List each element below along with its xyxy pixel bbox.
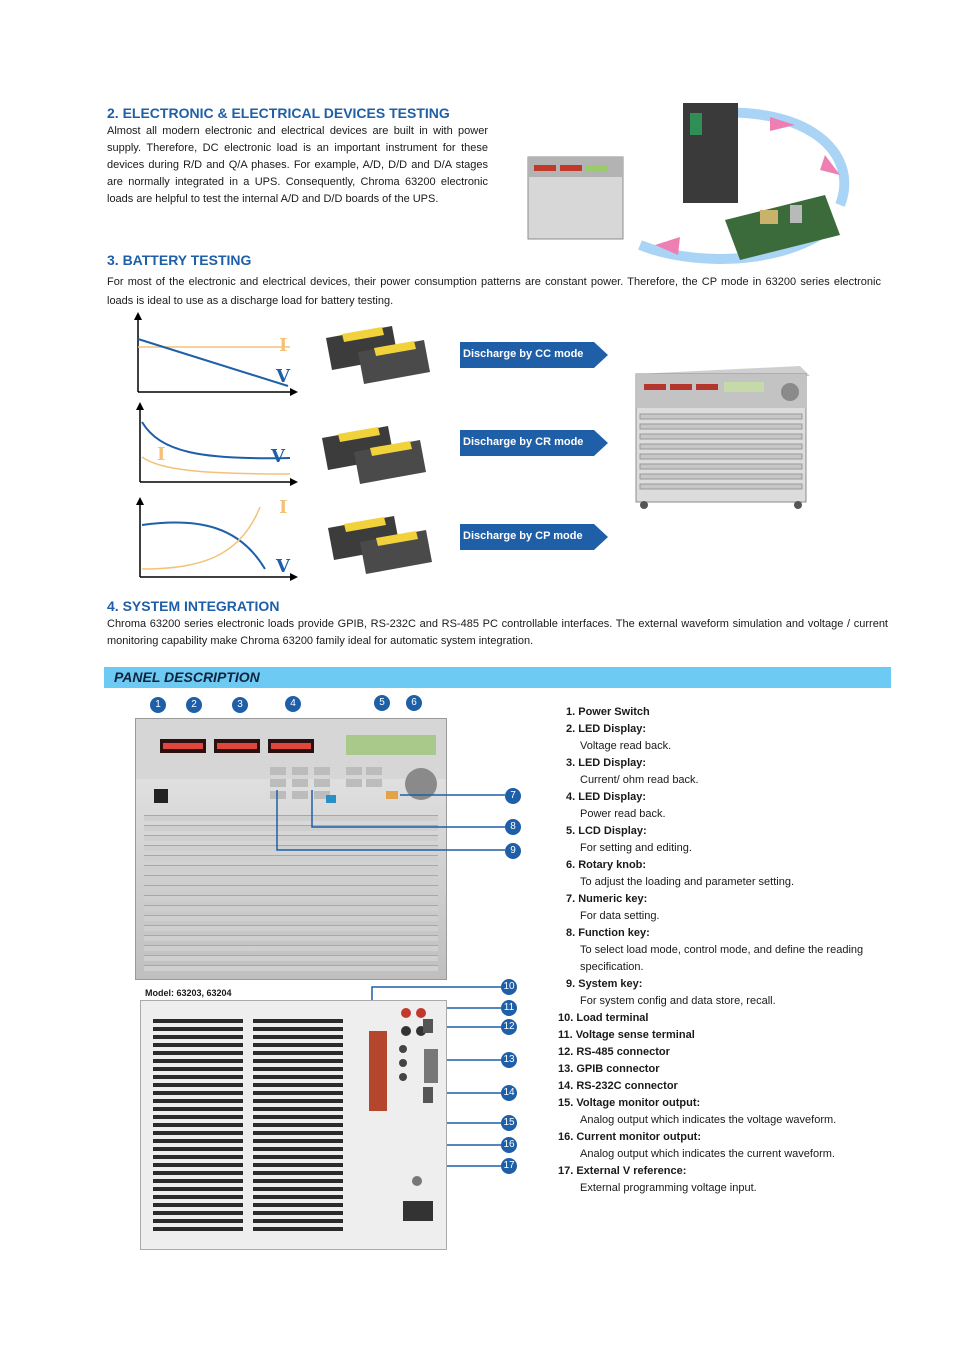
section-devices-heading: 2. ELECTRONIC & ELECTRICAL DEVICES TESTI…: [107, 105, 450, 121]
legend-item-desc: For data setting.: [580, 910, 660, 922]
graph-cr: [130, 402, 300, 492]
legend-item: 1. Power Switch: [558, 704, 888, 721]
legend-item-desc: For system config and data store, recall…: [580, 995, 776, 1007]
legend-item: 9. System key: For system config and data…: [558, 976, 888, 1010]
legend-item-title: 15. Voltage monitor output:: [558, 1097, 701, 1109]
graph-cp-label-i: I: [279, 497, 288, 518]
section-system-heading: 4. SYSTEM INTEGRATION: [107, 598, 280, 614]
legend-item: 14. RS-232C connector: [558, 1078, 888, 1095]
panel-legend: 1. Power Switch 2. LED Display: Voltage r…: [558, 704, 888, 1197]
legend-item-title: 12. RS-485 connector: [558, 1046, 670, 1058]
battery-image-cr: [318, 418, 430, 488]
callout-16: 16: [501, 1137, 517, 1153]
legend-item: 6. Rotary knob: To adjust the loading and…: [558, 857, 888, 891]
graph-cr-label-v: V: [271, 446, 285, 467]
battery-image-cp: [324, 508, 436, 578]
legend-item-desc: Power read back.: [580, 808, 666, 820]
discharge-cc-label: Discharge by CC mode: [463, 348, 584, 360]
callout-2: 2: [186, 697, 202, 713]
legend-item: 2. LED Display: Voltage read back.: [558, 721, 888, 755]
legend-item-title: 17. External V reference:: [558, 1165, 687, 1177]
legend-item-title: 14. RS-232C connector: [558, 1080, 678, 1092]
panel-description-title: PANEL DESCRIPTION: [114, 669, 260, 685]
discharge-cr-arrow: Discharge by CR mode: [460, 430, 608, 456]
front-panel-image: [135, 718, 447, 980]
legend-item: 15. Voltage monitor output: Analog output…: [558, 1095, 888, 1129]
legend-item-title: 6. Rotary knob:: [566, 859, 647, 871]
legend-item: 13. GPIB connector: [558, 1061, 888, 1078]
graph-cr-label-i: I: [157, 444, 166, 465]
legend-item: 11. Voltage sense terminal: [558, 1027, 888, 1044]
callout-6: 6: [406, 695, 422, 711]
legend-item-desc: Voltage read back.: [580, 740, 672, 752]
section-battery-heading: 3. BATTERY TESTING: [107, 252, 252, 268]
graph-cc: [130, 312, 300, 402]
callout-4: 4: [285, 696, 301, 712]
legend-item-desc: For setting and editing.: [580, 842, 692, 854]
callout-17: 17: [501, 1158, 517, 1174]
callout-3: 3: [232, 697, 248, 713]
electronic-load-photo: [630, 362, 815, 512]
model-label: Model: 63203, 63204: [145, 988, 232, 998]
legend-item: 7. Numeric key: For data setting.: [558, 891, 888, 925]
legend-item: 8. Function key: To select load mode, con…: [558, 925, 888, 976]
legend-item: 16. Current monitor output: Analog output…: [558, 1129, 888, 1163]
legend-item-desc: Current/ ohm read back.: [580, 774, 699, 786]
callout-12: 12: [501, 1019, 517, 1035]
legend-item-desc: To adjust the loading and parameter sett…: [580, 876, 795, 888]
legend-item-title: 1. Power Switch: [566, 706, 650, 718]
section-battery-body: For most of the electronic and electrica…: [107, 276, 881, 307]
callout-9: 9: [505, 843, 521, 859]
legend-item: 3. LED Display: Current/ ohm read back.: [558, 755, 888, 789]
legend-item-desc: Analog output which indicates the curren…: [580, 1148, 835, 1160]
callout-15: 15: [501, 1115, 517, 1131]
callout-5: 5: [374, 695, 390, 711]
legend-item: 4. LED Display: Power read back.: [558, 789, 888, 823]
legend-item-desc: External programming voltage input.: [580, 1182, 757, 1194]
section-system-body: Chroma 63200 series electronic loads pro…: [107, 618, 888, 647]
legend-item-title: 3. LED Display:: [566, 757, 647, 769]
callout-10: 10: [501, 979, 517, 995]
battery-image-cc: [322, 318, 434, 388]
legend-item-title: 7. Numeric key:: [566, 893, 648, 905]
legend-item: 5. LCD Display: For setting and editing.: [558, 823, 888, 857]
legend-item: 17. External V reference: External progra…: [558, 1163, 888, 1197]
legend-item-title: 8. Function key:: [566, 927, 650, 939]
graph-cp-label-v: V: [276, 556, 290, 577]
ups-illustration: [520, 95, 865, 265]
graph-cc-label-v: V: [276, 366, 290, 387]
legend-item-title: 10. Load terminal: [558, 1012, 649, 1024]
legend-item-desc: Analog output which indicates the voltag…: [580, 1114, 837, 1126]
callout-1: 1: [150, 697, 166, 713]
legend-item-title: 9. System key:: [566, 978, 643, 990]
legend-item-title: 4. LED Display:: [566, 791, 647, 803]
discharge-cp-label: Discharge by CP mode: [463, 530, 583, 542]
callout-7: 7: [505, 788, 521, 804]
callout-11: 11: [501, 1000, 517, 1016]
discharge-cc-arrow: Discharge by CC mode: [460, 342, 608, 368]
callout-14: 14: [501, 1085, 517, 1101]
callout-13: 13: [501, 1052, 517, 1068]
legend-item-title: 13. GPIB connector: [558, 1063, 660, 1075]
panel-description-bar: PANEL DESCRIPTION: [104, 667, 891, 688]
graph-cp: [130, 497, 300, 587]
legend-item-desc: To select load mode, control mode, and d…: [580, 944, 864, 973]
section-devices-body: Almost all modern electronic and electri…: [107, 125, 488, 205]
legend-item-title: 2. LED Display:: [566, 723, 647, 735]
legend-item: 12. RS-485 connector: [558, 1044, 888, 1061]
discharge-cp-arrow: Discharge by CP mode: [460, 524, 608, 550]
legend-item: 10. Load terminal: [558, 1010, 888, 1027]
graph-cc-label-i: I: [279, 335, 288, 356]
rear-panel-image: [140, 1000, 447, 1250]
legend-item-title: 16. Current monitor output:: [558, 1131, 701, 1143]
callout-8: 8: [505, 819, 521, 835]
legend-item-title: 5. LCD Display:: [566, 825, 647, 837]
discharge-cr-label: Discharge by CR mode: [463, 436, 584, 448]
legend-item-title: 11. Voltage sense terminal: [558, 1029, 695, 1041]
